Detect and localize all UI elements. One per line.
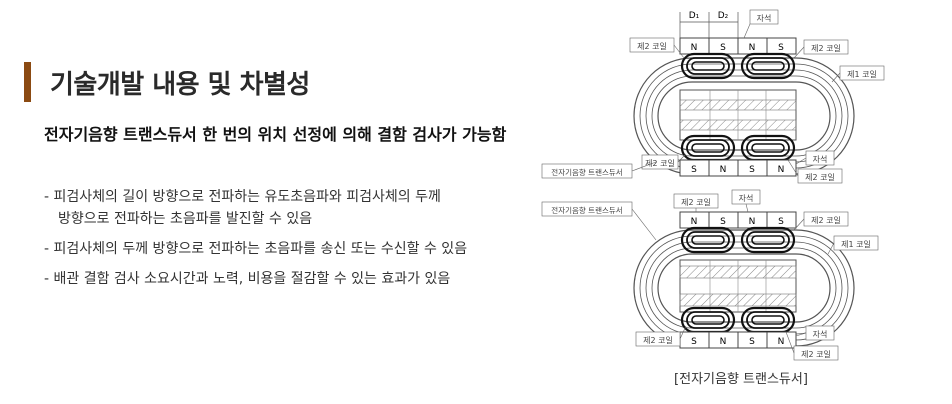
second-coil-upper <box>680 226 796 254</box>
pole-label: N <box>778 165 785 175</box>
magnet-label: 자석 <box>757 13 772 23</box>
pole-label: N <box>720 337 727 347</box>
pole-label: S <box>691 337 697 347</box>
second-coil-upper <box>680 52 796 80</box>
second-coil-label: 제2 코일 <box>637 42 667 51</box>
first-coil-label: 제1 코일 <box>841 240 871 249</box>
pole-label: S <box>749 337 755 347</box>
magnet-label: 자석 <box>739 193 754 203</box>
second-coil-label: 제2 코일 <box>681 198 711 207</box>
pole-label: N <box>749 217 756 227</box>
magnet-row-lower: S N S N <box>679 159 797 177</box>
pole-label: N <box>720 165 727 175</box>
pole-label: N <box>778 337 785 347</box>
transducer-bottom: N S N S S N S N <box>541 189 879 361</box>
pole-label: S <box>720 43 726 53</box>
second-coil-label: 제2 코일 <box>811 44 841 53</box>
pole-label: S <box>749 165 755 175</box>
list-item-text: - 피검사체의 두께 방향으로 전파하는 초음파를 송신 또는 수신할 수 있음 <box>44 241 468 257</box>
pole-label: S <box>691 165 697 175</box>
second-coil-label: 제2 코일 <box>805 173 835 182</box>
feature-list: - 피검사체의 길이 방향으로 전파하는 유도초음파와 피검사체의 두께 방향으… <box>44 186 524 298</box>
dimension-d1-label: D₁ <box>689 11 700 21</box>
pole-label: S <box>778 43 784 53</box>
list-item-text: - 배관 결함 검사 소요시간과 노력, 비용을 절감할 수 있는 효과가 있음 <box>44 271 451 287</box>
second-coil-label: 제2 코일 <box>811 216 841 225</box>
second-coil-label: 제2 코일 <box>801 350 831 359</box>
magnet-label: 자석 <box>813 329 828 339</box>
figure-caption: [전자기음향 트랜스듀서] <box>674 372 808 387</box>
list-item: - 피검사체의 길이 방향으로 전파하는 유도초음파와 피검사체의 두께 방향으… <box>44 186 524 230</box>
first-coil-label: 제1 코일 <box>847 70 877 79</box>
second-coil-label: 제2 코일 <box>643 336 673 345</box>
transducer-label: 전자기음향 트랜스듀서 <box>551 167 622 177</box>
second-coil-label: 제2 코일 <box>645 159 675 168</box>
transducer-top: N S N S S N <box>541 9 885 184</box>
magnet-row-upper: N S N S <box>679 211 797 229</box>
list-item: - 피검사체의 두께 방향으로 전파하는 초음파를 송신 또는 수신할 수 있음 <box>44 238 524 260</box>
list-item-text: - 피검사체의 길이 방향으로 전파하는 유도초음파와 피검사체의 두께 <box>44 189 441 205</box>
list-item-continuation: 방향으로 전파하는 초음파를 발진할 수 있음 <box>58 211 313 227</box>
magnet-row-upper: N S N S <box>679 37 797 55</box>
transducer-label: 전자기음향 트랜스듀서 <box>551 205 622 215</box>
pole-label: N <box>691 43 698 53</box>
section-title: 기술개발 내용 및 차별성 <box>50 70 310 100</box>
transducer-diagram: N S N S S N <box>541 9 885 361</box>
title-accent-bar <box>24 62 31 102</box>
pole-label: S <box>778 217 784 227</box>
pole-label: N <box>749 43 756 53</box>
dimension-d2-label: D₂ <box>718 11 729 21</box>
list-item: - 배관 결함 검사 소요시간과 노력, 비용을 절감할 수 있는 효과가 있음 <box>44 268 524 290</box>
second-coil-lower <box>680 306 796 334</box>
magnet-row-lower: S N S N <box>679 331 797 349</box>
section-subtitle: 전자기음향 트랜스듀서 한 번의 위치 선정에 의해 결함 검사가 가능함 <box>44 125 507 144</box>
dimension-markers <box>679 12 739 38</box>
pole-label: S <box>720 217 726 227</box>
pole-label: N <box>691 217 698 227</box>
magnet-label: 자석 <box>813 154 828 164</box>
